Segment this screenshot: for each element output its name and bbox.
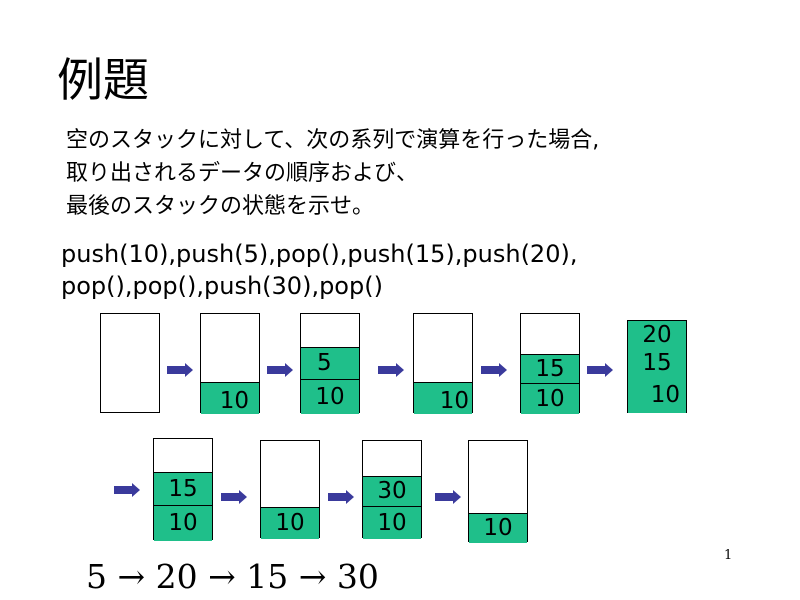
stack-cell: 10 [363, 507, 421, 539]
stack-state-9: 30 10 [362, 440, 422, 539]
stack-cell: 10 [154, 506, 212, 541]
arrow-right-icon [167, 363, 193, 377]
arrow-right-icon [114, 483, 140, 497]
operation-line: pop(),pop(),push(30),pop() [61, 272, 383, 300]
arrow-right-icon [328, 490, 354, 504]
instruction-line: 最後のスタックの状態を示せ。 [66, 194, 375, 219]
stack-cell: 10 [521, 384, 579, 414]
stack-empty [100, 313, 160, 413]
arrow-right-icon [267, 363, 293, 377]
stack-cell: 10 [414, 382, 472, 414]
stack-cell: 30 [363, 476, 421, 507]
arrow-right-icon [435, 490, 461, 504]
stack-cell: 10 [469, 513, 527, 543]
stack-state-2: 10 [200, 313, 260, 414]
stack-state-6: 20 15 10 [627, 320, 687, 413]
pop-order-answer: 5 → 20 → 15 → 30 [86, 557, 379, 596]
operation-sequence: push(10),push(5),pop(),push(15),push(20)… [61, 238, 577, 302]
arrow-right-icon [221, 490, 247, 504]
stack-state-4: 10 [413, 313, 473, 414]
instruction-line: 取り出されるデータの順序および、 [66, 161, 419, 186]
stack-state-8: 10 [260, 440, 320, 539]
stack-cell: 15 [154, 472, 212, 506]
stack-cell: 10 [201, 382, 259, 414]
page-number: 1 [724, 548, 733, 563]
arrow-right-icon [481, 363, 507, 377]
stack-cell: 15 [628, 349, 686, 377]
stack-cell: 15 [521, 354, 579, 384]
stack-cell: 10 [301, 380, 359, 414]
stack-cell: 5 [301, 347, 359, 380]
operation-line: push(10),push(5),pop(),push(15),push(20)… [61, 240, 578, 268]
page-title: 例題 [57, 53, 149, 107]
stack-final: 10 [468, 440, 528, 543]
stack-state-5: 15 10 [520, 313, 580, 414]
stack-state-7: 15 10 [153, 438, 213, 541]
stack-cell: 10 [628, 377, 686, 413]
instruction-text: 空のスタックに対して、次の系列で演算を行った場合, 取り出されるデータの順序およ… [66, 124, 599, 223]
stack-cell: 20 [628, 321, 686, 349]
stack-state-3: 5 10 [300, 313, 360, 414]
arrow-right-icon [378, 363, 404, 377]
arrow-right-icon [587, 363, 613, 377]
instruction-line: 空のスタックに対して、次の系列で演算を行った場合, [66, 128, 600, 153]
stack-cell: 10 [261, 507, 319, 539]
